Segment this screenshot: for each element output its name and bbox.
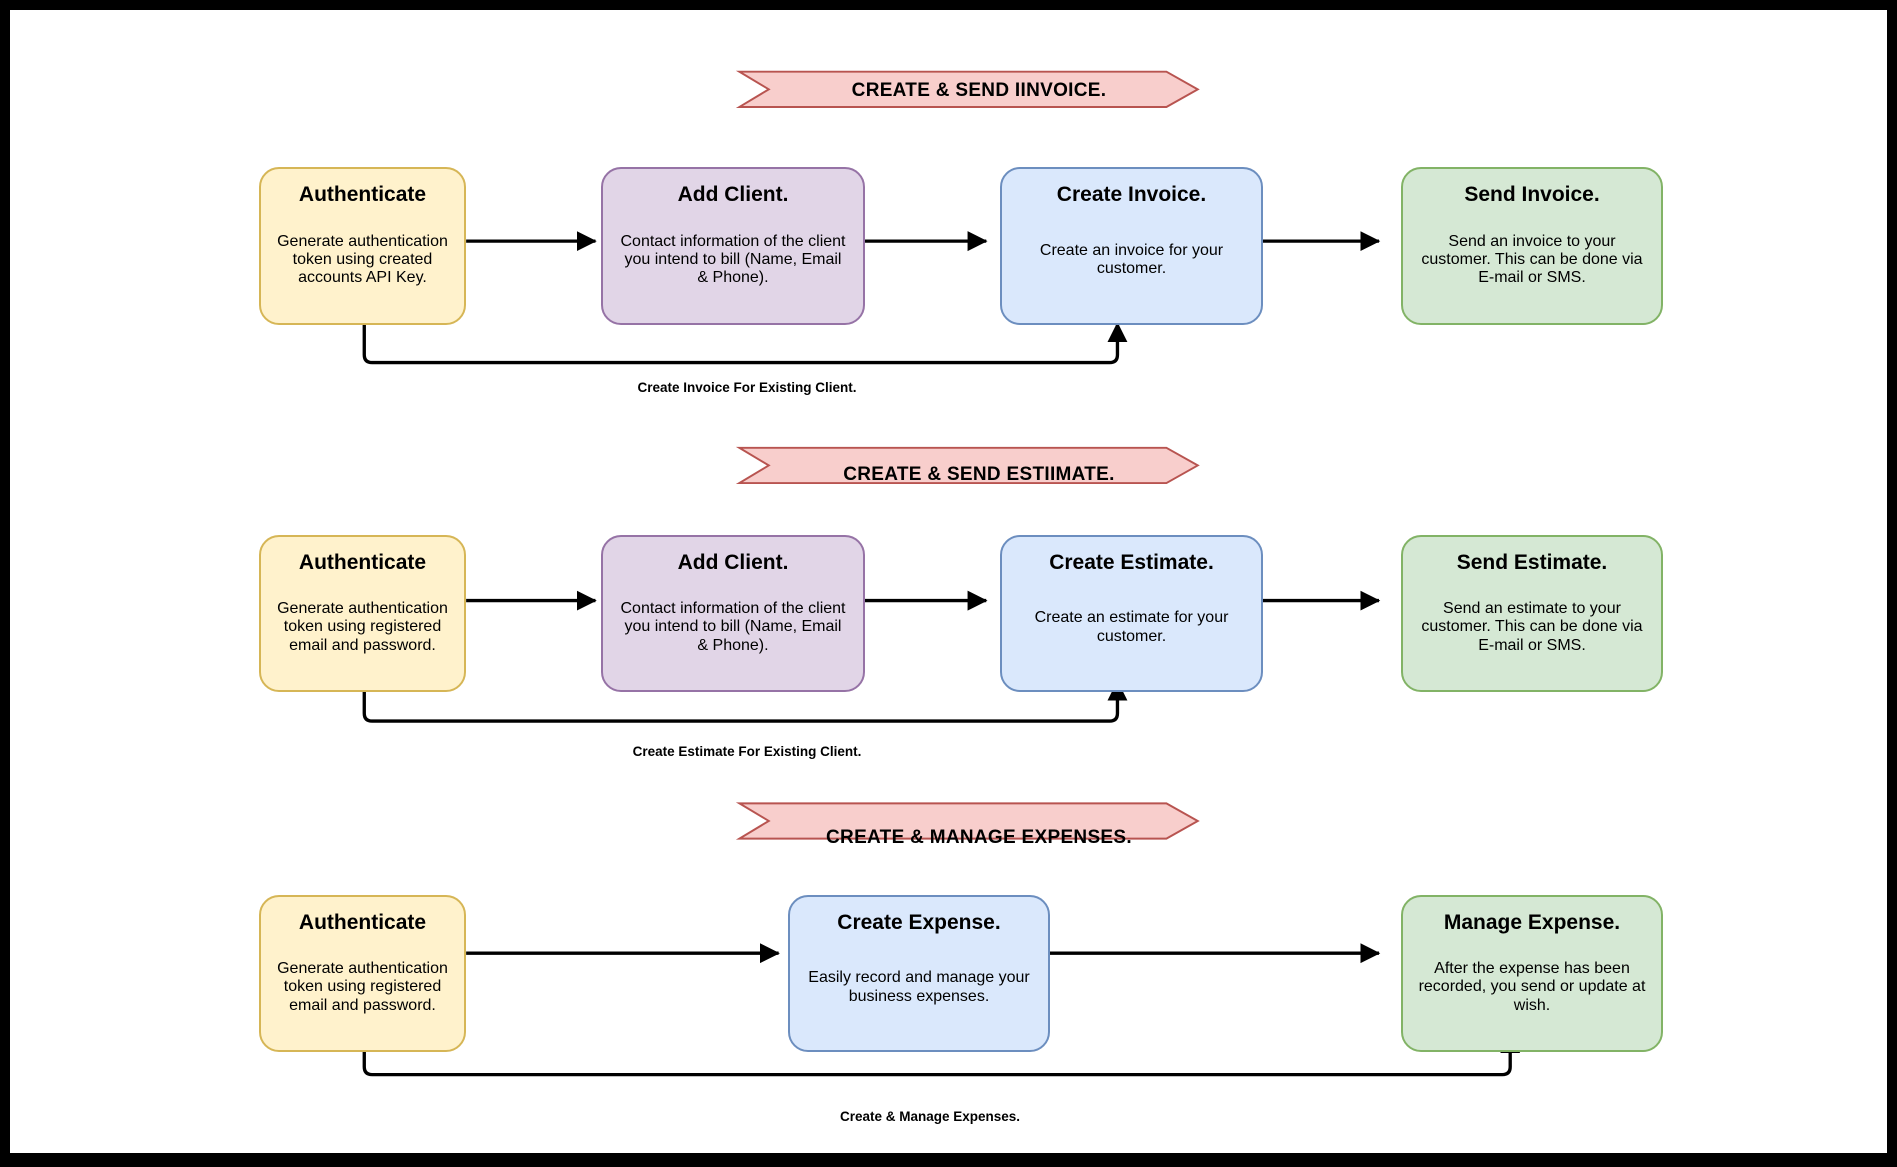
node-body: Generate authentication token using regi… [277, 960, 448, 1014]
node-title: Authenticate [298, 911, 427, 934]
loop-label-expenses: Create & Manage Expenses. [839, 1109, 1021, 1124]
node-send-invoice: Send Invoice. Send an invoice to your cu… [1401, 167, 1663, 325]
node-body: Send an invoice to your customer. This c… [1421, 232, 1643, 287]
node-body: Generate authentication token using regi… [277, 600, 448, 654]
node-add-client-estimate: Add Client. Contact information of the c… [601, 535, 865, 692]
node-body: Send an estimate to your customer. This … [1421, 600, 1643, 654]
node-body: Easily record and manage your business e… [808, 969, 1030, 1005]
node-body: Contact information of the client you in… [620, 600, 846, 654]
banner-title-invoice: CREATE & SEND IINVOICE. [851, 80, 1107, 101]
node-title: Add Client. [677, 183, 789, 206]
loop-label-estimate: Create Estimate For Existing Client. [632, 744, 862, 759]
banner-title-estimate: CREATE & SEND ESTIIMATE. [843, 464, 1115, 485]
node-add-client-invoice: Add Client. Contact information of the c… [601, 167, 865, 325]
node-title: Create Estimate. [1049, 551, 1214, 574]
node-body: Generate authentication token using crea… [277, 232, 448, 287]
node-create-invoice: Create Invoice. Create an invoice for yo… [1000, 167, 1263, 325]
node-body: Contact information of the client you in… [620, 232, 846, 287]
node-title: Add Client. [677, 551, 789, 574]
arrow-loop-existing-client-estimate [362, 677, 1128, 723]
banner-ribbon-invoice [735, 70, 1200, 108]
node-authenticate-estimate: Authenticate Generate authentication tok… [259, 535, 466, 692]
node-title: Authenticate [298, 183, 427, 206]
node-title: Send Estimate. [1456, 551, 1608, 574]
node-create-estimate: Create Estimate. Create an estimate for … [1000, 535, 1263, 692]
node-title: Send Invoice. [1464, 183, 1600, 206]
banner-ribbon-expenses [735, 802, 1200, 840]
node-body: After the expense has been recorded, you… [1418, 960, 1646, 1014]
loop-label-invoice: Create Invoice For Existing Client. [637, 380, 857, 395]
node-body: Create an estimate for your customer. [1034, 609, 1229, 645]
node-title: Authenticate [298, 551, 427, 574]
banner-ribbon-estimate [735, 446, 1200, 485]
node-manage-expense: Manage Expense. After the expense has be… [1401, 895, 1663, 1052]
node-body: Create an invoice for your customer. [1039, 241, 1224, 278]
arrow-loop-existing-client-invoice [362, 318, 1128, 365]
banner-title-expenses: CREATE & MANAGE EXPENSES. [826, 827, 1132, 848]
node-authenticate-expenses: Authenticate Generate authentication tok… [259, 895, 466, 1052]
node-title: Create Expense. [837, 911, 1001, 934]
node-send-estimate: Send Estimate. Send an estimate to your … [1401, 535, 1663, 692]
node-authenticate-invoice: Authenticate Generate authentication tok… [259, 167, 466, 325]
node-create-expense: Create Expense. Easily record and manage… [788, 895, 1050, 1052]
connector-layer [362, 70, 1521, 1077]
node-title: Create Invoice. [1056, 183, 1207, 206]
arrow-loop-manage-expenses [362, 1030, 1521, 1077]
node-title: Manage Expense. [1443, 911, 1621, 934]
